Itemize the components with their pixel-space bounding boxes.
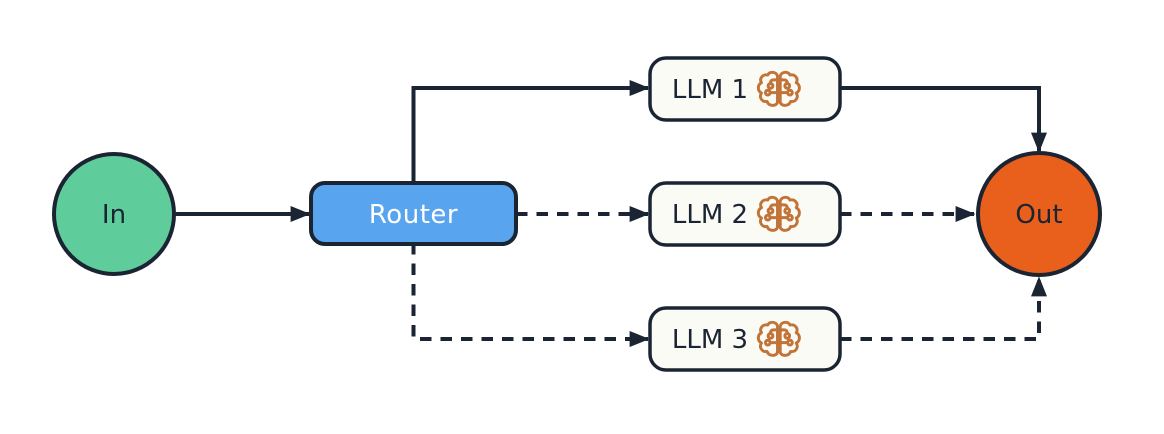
in-circle — [52, 152, 176, 276]
node-router: Router — [309, 181, 518, 246]
edges — [174, 80, 1047, 347]
edge-router-to-llm3 — [411, 243, 650, 347]
out-circle — [976, 151, 1102, 277]
llm3-label: LLM 3 — [672, 325, 748, 355]
node-llm1: LLM 1 — [648, 56, 842, 122]
edge-llm3-to-out — [840, 276, 1047, 341]
llm1-label: LLM 1 — [672, 75, 748, 105]
out-label: Out — [1015, 200, 1062, 230]
router-box — [309, 181, 518, 246]
node-llm2: LLM 2 — [648, 181, 842, 247]
router-label: Router — [369, 200, 458, 230]
edge-router-to-llm1 — [411, 80, 650, 184]
node-llm3: LLM 3 — [648, 306, 842, 372]
edge-llm1-to-out — [840, 86, 1047, 153]
node-out: Out — [976, 151, 1102, 277]
node-in: In — [52, 152, 176, 276]
llm2-label: LLM 2 — [672, 200, 748, 230]
in-label: In — [102, 200, 126, 230]
